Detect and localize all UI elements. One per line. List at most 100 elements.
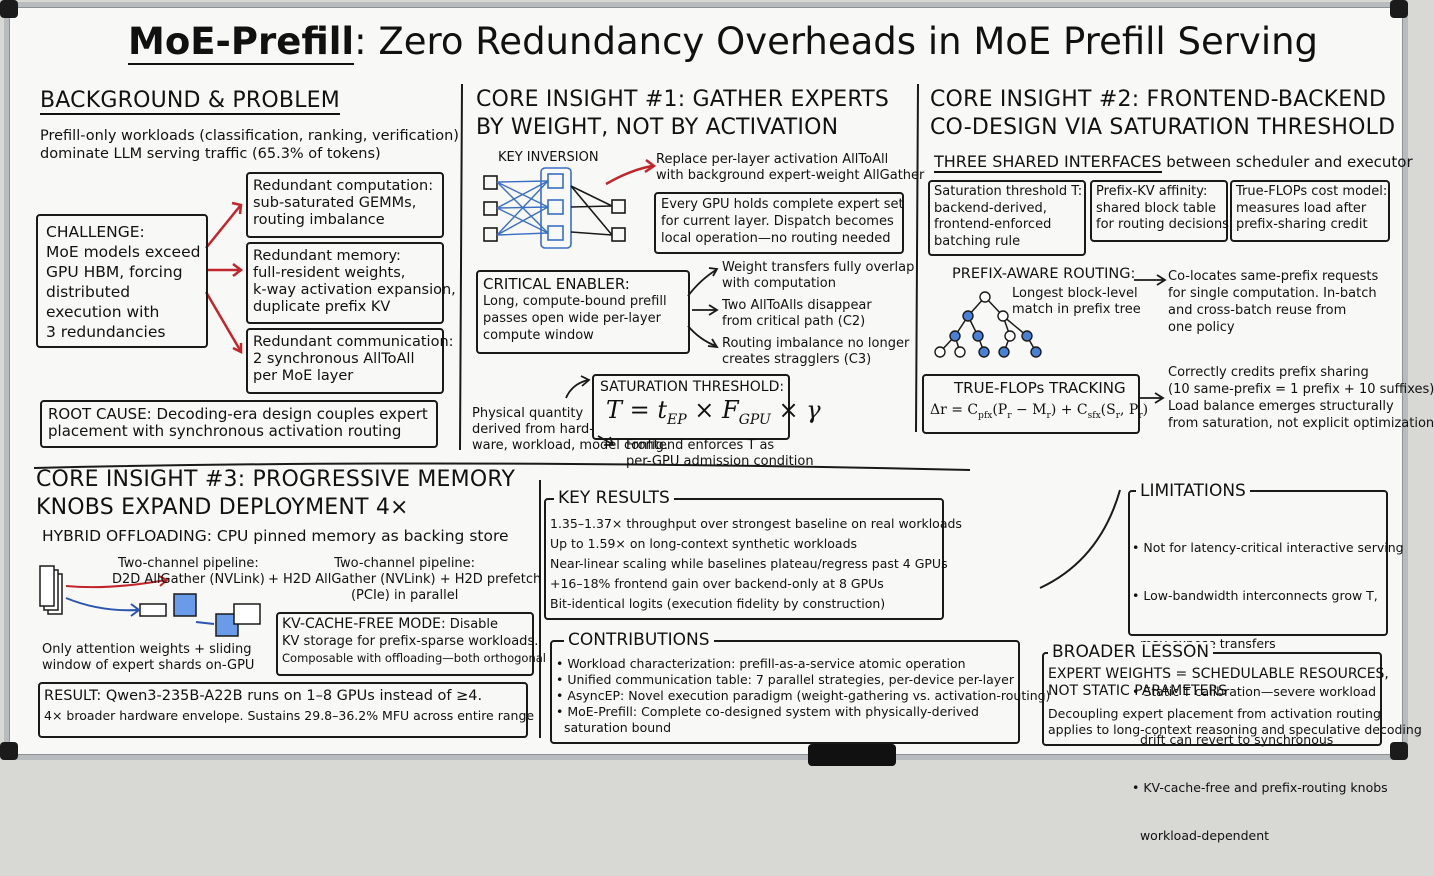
key-result-item: +16–18% frontend gain over backend-only …	[550, 576, 884, 591]
broader-bold-line: EXPERT WEIGHTS = SCHEDULABLE RESOURCES,	[1048, 666, 1389, 682]
outcome-line: creates stragglers (C3)	[722, 352, 872, 367]
frontend-enforces-text: Frontend enforces T as per-GPU admission…	[626, 438, 814, 470]
broader-desc-line: applies to long-context reasoning and sp…	[1048, 722, 1422, 737]
pipeline-line: + H2D AllGather (NVLink) + H2D prefetch	[268, 572, 542, 587]
redundancy-box-communication	[246, 328, 444, 394]
redundancy-line: Redundant memory:	[253, 248, 401, 264]
root-cause-line: placement with synchronous activation ro…	[48, 422, 402, 440]
insight3-heading-line: CORE INSIGHT #3: PROGRESSIVE MEMORY	[36, 467, 516, 492]
routing-desc-line: and cross-batch reuse from	[1168, 303, 1347, 318]
saturation-threshold-label: SATURATION THRESHOLD:	[600, 379, 785, 395]
pipeline-2-text: Two-channel pipeline: + H2D AllGather (N…	[268, 556, 541, 604]
kv-desc-line: KV storage for prefix-sparse workloads.	[282, 634, 539, 649]
interfaces-suffix: between scheduler and executor	[1161, 153, 1413, 171]
redundancy-line: full-resident weights,	[253, 265, 406, 281]
contributions-box	[550, 640, 1020, 744]
key-result-item: Near-linear scaling while baselines plat…	[550, 556, 948, 571]
critical-enabler-text: CRITICAL ENABLER: Long, compute-bound pr…	[483, 276, 667, 344]
root-cause-box	[40, 400, 438, 448]
true-flops-title: TRUE-FLOPs TRACKING	[954, 379, 1126, 397]
prefix-routing-match: Longest block-level match in prefix tree	[1012, 286, 1141, 318]
every-gpu-box	[654, 192, 904, 254]
insight1-heading-line: BY WEIGHT, NOT BY ACTIVATION	[476, 115, 839, 140]
broader-lesson-bold: EXPERT WEIGHTS = SCHEDULABLE RESOURCES, …	[1048, 666, 1389, 700]
limitations-list: • Not for latency-critical interactive s…	[1132, 508, 1404, 876]
contribution-item: • Workload characterization: prefill-as-…	[556, 656, 966, 671]
outcome-line: with computation	[722, 276, 836, 291]
outcome-3: Routing imbalance no longer creates stra…	[722, 336, 909, 368]
interface-line: Saturation threshold T:	[934, 184, 1083, 199]
physical-quantity-text: Physical quantity derived from hard- war…	[472, 406, 668, 454]
routing-desc-line: Co-locates same-prefix requests	[1168, 269, 1379, 284]
routing-match-line: Longest block-level	[1012, 286, 1138, 301]
key-result-item: Up to 1.59× on long-context synthetic wo…	[550, 536, 858, 551]
interface-box-prefix-kv	[1090, 180, 1228, 242]
redundancy-line: Redundant communication:	[253, 334, 454, 350]
outcome-2: Two AllToAlls disappear from critical pa…	[722, 298, 872, 330]
frame-corner	[0, 0, 18, 18]
only-attention-line: window of expert shards on-GPU	[42, 658, 255, 673]
marker-tray	[808, 744, 896, 766]
interfaces-heading: THREE SHARED INTERFACES between schedule…	[934, 152, 1413, 173]
interface-true-flops-text: True-FLOPs cost model: measures load aft…	[1236, 184, 1387, 234]
limitation-item: drift can revert to synchronous	[1132, 732, 1334, 747]
frontend-line: per-GPU admission condition	[626, 454, 814, 469]
critical-enabler-line: compute window	[483, 328, 594, 343]
frame-corner	[1390, 0, 1408, 18]
critical-enabler-title: CRITICAL ENABLER:	[483, 275, 630, 293]
interface-line: for routing decisions	[1096, 217, 1229, 232]
every-gpu-line: local operation—no routing needed	[661, 231, 891, 246]
interface-line: True-FLOPs cost model:	[1236, 184, 1388, 199]
key-result-item: 1.35–1.37× throughput over strongest bas…	[550, 516, 962, 531]
challenge-line: distributed	[46, 283, 131, 301]
contribution-item: saturation bound	[556, 720, 672, 735]
interface-line: measures load after	[1236, 200, 1367, 216]
limitation-item: workload-dependent	[1132, 828, 1270, 843]
outcome-line: Routing imbalance no longer	[722, 336, 910, 351]
prefix-routing-desc: Co-locates same-prefix requests for sing…	[1168, 268, 1378, 336]
kv-desc-line: Disable	[445, 617, 499, 632]
tracking-desc-line: (10 same-prefix = 1 prefix + 10 suffixes…	[1168, 382, 1434, 397]
tracking-desc-line: from saturation, not explicit optimizati…	[1168, 416, 1434, 431]
challenge-line: 3 redundancies	[46, 323, 166, 341]
challenge-text: CHALLENGE: MoE models exceed GPU HBM, fo…	[46, 222, 200, 342]
title-part1: MoE-Prefill	[128, 20, 355, 65]
replace-text: Replace per-layer activation AllToAll wi…	[656, 152, 924, 184]
insight2-heading: CORE INSIGHT #2: FRONTEND-BACKEND CO-DES…	[930, 86, 1395, 142]
outcome-line: from critical path (C2)	[722, 314, 866, 329]
interface-box-saturation	[928, 180, 1086, 256]
interface-line: Prefix-KV affinity:	[1096, 184, 1208, 199]
background-heading: BACKGROUND & PROBLEM	[40, 88, 340, 115]
interface-line: prefix-sharing credit	[1236, 217, 1368, 232]
critical-enabler-line: passes open wide per-layer	[483, 311, 661, 326]
replace-line: with background expert-weight AllGather	[656, 168, 925, 183]
pipeline-line: D2D AllGather (NVLink)	[112, 572, 265, 587]
true-flops-box	[922, 374, 1140, 434]
limitation-item: • Static T calibration—severe workload	[1132, 684, 1377, 699]
insight1-heading: CORE INSIGHT #1: GATHER EXPERTS BY WEIGH…	[476, 86, 889, 142]
critical-enabler-line: Long, compute-bound prefill	[483, 294, 667, 309]
frame-corner	[1390, 742, 1408, 760]
challenge-line: MoE models exceed	[46, 243, 201, 261]
result-line: 4× broader hardware envelope. Sustains 2…	[44, 708, 535, 723]
kv-cache-free-title: KV-CACHE-FREE MODE:	[282, 616, 446, 632]
kv-cache-free-box	[276, 612, 534, 676]
only-attention-line: Only attention weights + sliding	[42, 642, 252, 657]
contribution-item: • MoE-Prefill: Complete co-designed syst…	[556, 704, 979, 719]
redundancy-box-computation	[246, 172, 444, 238]
interface-line: frontend-enforced	[934, 217, 1052, 232]
tracking-desc-line: Correctly credits prefix sharing	[1168, 365, 1369, 380]
root-cause-text: ROOT CAUSE: Decoding-era design couples …	[48, 406, 428, 440]
interface-line: backend-derived,	[934, 200, 1047, 216]
pipeline-1-text: Two-channel pipeline: D2D AllGather (NVL…	[112, 556, 265, 588]
insight2-heading-line: CO-DESIGN VIA SATURATION THRESHOLD	[930, 115, 1396, 140]
insight3-heading-line: KNOBS EXPAND DEPLOYMENT 4×	[36, 495, 409, 520]
routing-desc-line: one policy	[1168, 320, 1235, 335]
challenge-box	[36, 214, 208, 348]
whiteboard: MoE-Prefill: Zero Redundancy Overheads i…	[0, 0, 1434, 843]
outcome-line: Two AllToAlls disappear	[722, 298, 872, 313]
pipeline-line: Two-channel pipeline:	[334, 556, 476, 571]
tracking-desc-line: Load balance emerges structurally	[1168, 399, 1394, 414]
broader-lesson-heading: BROADER LESSON	[1048, 642, 1214, 662]
physical-line: Physical quantity	[472, 406, 584, 421]
